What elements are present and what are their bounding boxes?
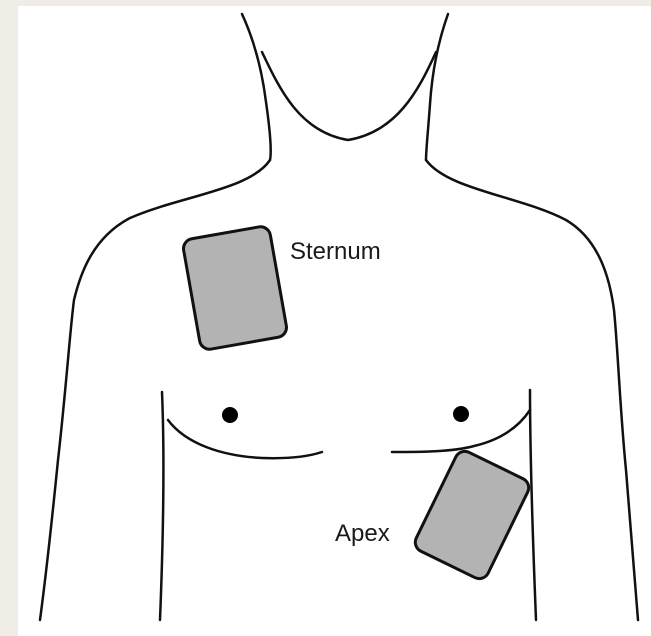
nipple-right-icon [453,406,469,422]
nipple-left-icon [222,407,238,423]
sternum-pad-icon [182,225,288,351]
left-torso-side [160,392,163,620]
left-pectoral-line [168,420,322,458]
neck-left-line [242,14,271,160]
right-torso-side [530,390,536,620]
chin-line [262,52,436,140]
apex-pad-icon [412,448,532,582]
sternum-label: Sternum [290,238,381,266]
left-shoulder-outline [40,160,270,620]
apex-label: Apex [335,520,390,548]
neck-right-line [426,14,448,160]
